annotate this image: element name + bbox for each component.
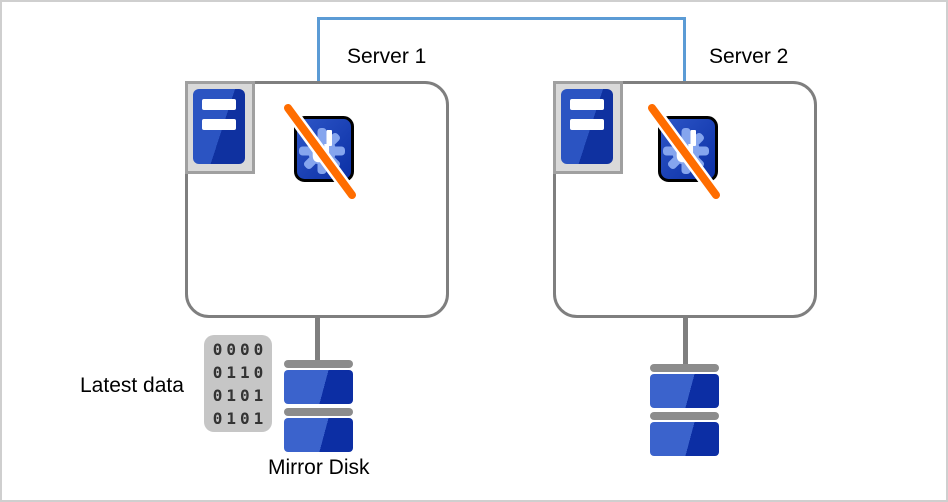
binary-row: 0110: [212, 362, 268, 382]
server2-tower-frame: [553, 81, 623, 174]
server2-label: Server 2: [709, 45, 789, 68]
disk-bar: [650, 412, 719, 420]
disk-platter: [284, 370, 353, 404]
binary-row: 0000: [212, 339, 268, 359]
disk-platter: [650, 422, 719, 456]
slash-icon: [645, 101, 723, 202]
app-stopped-icon: u: [645, 101, 723, 202]
binary-row: 0101: [212, 408, 268, 428]
latest-data-label: Latest data: [80, 374, 184, 397]
server1-label: Server 1: [347, 45, 427, 68]
mirror-disk-icon: [650, 364, 719, 456]
tower-server-icon: [561, 89, 613, 164]
disk-connector-line: [315, 316, 320, 362]
disk-connector-line: [683, 316, 688, 366]
tower-slot: [570, 119, 604, 130]
tower-slot: [202, 119, 236, 130]
binary-row: 0101: [212, 385, 268, 405]
tower-slot: [202, 99, 236, 110]
disk-bar: [284, 360, 353, 368]
disk-bar: [650, 364, 719, 372]
mirror-disk-label: Mirror Disk: [268, 456, 370, 479]
disk-platter: [284, 418, 353, 452]
tower-server-icon: [193, 89, 245, 164]
disk-platter: [650, 374, 719, 408]
mirror-disk-icon: [284, 360, 353, 452]
binary-data-icon: 0000 0110 0101 0101: [204, 335, 272, 432]
interconnect-line: [317, 17, 686, 84]
server1-tower-frame: [185, 81, 255, 174]
app-stopped-icon: u: [281, 101, 359, 202]
slash-icon: [281, 101, 359, 202]
tower-slot: [570, 99, 604, 110]
disk-bar: [284, 408, 353, 416]
